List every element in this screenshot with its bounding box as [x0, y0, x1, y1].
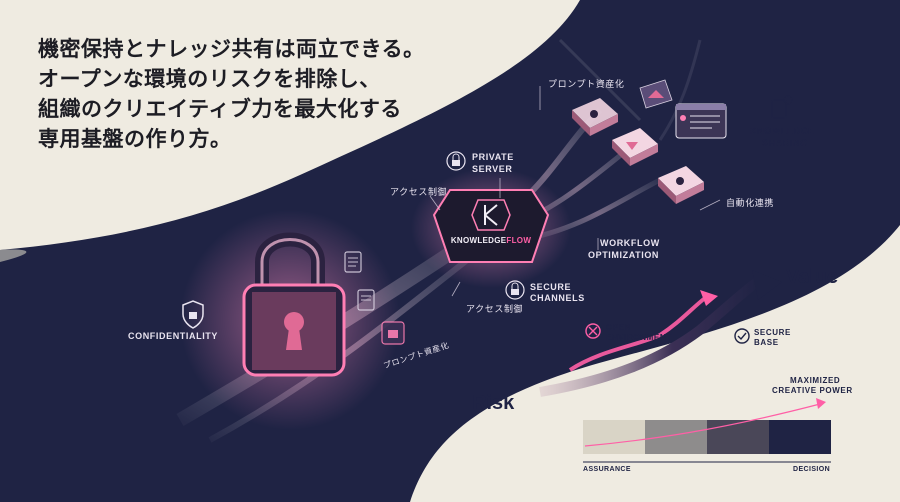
cross-icon — [585, 323, 601, 339]
check-icon — [734, 328, 750, 344]
open-environment-label-1: OPEN — [606, 323, 632, 332]
knowledge-sharing-label-1: KNOWLEDGE — [750, 126, 815, 136]
gear-icon — [590, 110, 598, 118]
headline-line: 機密保持とナレッジ共有は両立できる。 — [38, 37, 425, 61]
workflow-label-1: WORKFLOW — [600, 238, 660, 248]
pipeline-tiles — [572, 79, 727, 204]
secure-channels-label-2: CHANNELS — [530, 293, 585, 303]
workflow-label-2: OPTIMIZATION — [588, 250, 660, 260]
gear-icon — [676, 177, 684, 185]
headline: 機密保持とナレッジ共有は両立できる。 オープンな環境のリスクを排除し、 組織のク… — [38, 34, 468, 154]
scale-right-label: DECISION — [793, 466, 831, 473]
image-icon — [626, 142, 638, 150]
value-label: Value — [786, 266, 839, 288]
private-server-label-2: SERVER — [472, 164, 513, 174]
value-graph — [539, 270, 782, 397]
knowledge-sharing-label-2: SHARING — [762, 138, 808, 148]
confidentiality-label: CONFIDENTIALITY — [128, 331, 218, 341]
headline-line: 専用基盤の作り方。 — [38, 127, 232, 151]
open-environment-label-2: ENVIRONMENT — [606, 333, 672, 342]
brand-part2: FLOW — [506, 236, 532, 245]
private-server-label-1: PRIVATE — [472, 152, 514, 162]
access-control-bottom-label: アクセス制御 — [466, 305, 524, 315]
risk-label: Risk — [472, 392, 515, 414]
automation-label: 自動化連携 — [726, 199, 775, 209]
secure-base-label-1: SECURE — [754, 328, 791, 337]
document-icon — [771, 95, 793, 119]
cream-area-top — [0, 0, 580, 250]
scale-left-label: ASSURANCE — [583, 466, 631, 473]
access-control-top-label: アクセス制御 — [390, 188, 448, 198]
lock-icon — [242, 232, 346, 377]
brand-part1: KNOWLEDGE — [450, 236, 507, 245]
document-icon — [344, 251, 405, 345]
maximized-label-1: MAXIMIZED — [790, 376, 841, 385]
shield-icon — [182, 300, 204, 329]
secure-base-label-2: BASE — [754, 338, 779, 347]
headline-line: オープンな環境のリスクを排除し、 — [38, 67, 381, 91]
prompt-asset-label: プロンプト資産化 — [548, 80, 625, 90]
gear-icon — [783, 95, 793, 105]
knowledgeflow-brand: KNOWLEDGEFLOW — [436, 236, 546, 245]
maximized-label-2: CREATIVE POWER — [772, 386, 853, 395]
assurance-decision-scale — [583, 398, 831, 463]
headline-line: 組織のクリエイティブ力を最大化する — [38, 97, 402, 121]
secure-channels-label-1: SECURE — [530, 282, 572, 292]
knowledgeflow-hub — [411, 168, 571, 288]
lock-icon — [446, 151, 466, 171]
